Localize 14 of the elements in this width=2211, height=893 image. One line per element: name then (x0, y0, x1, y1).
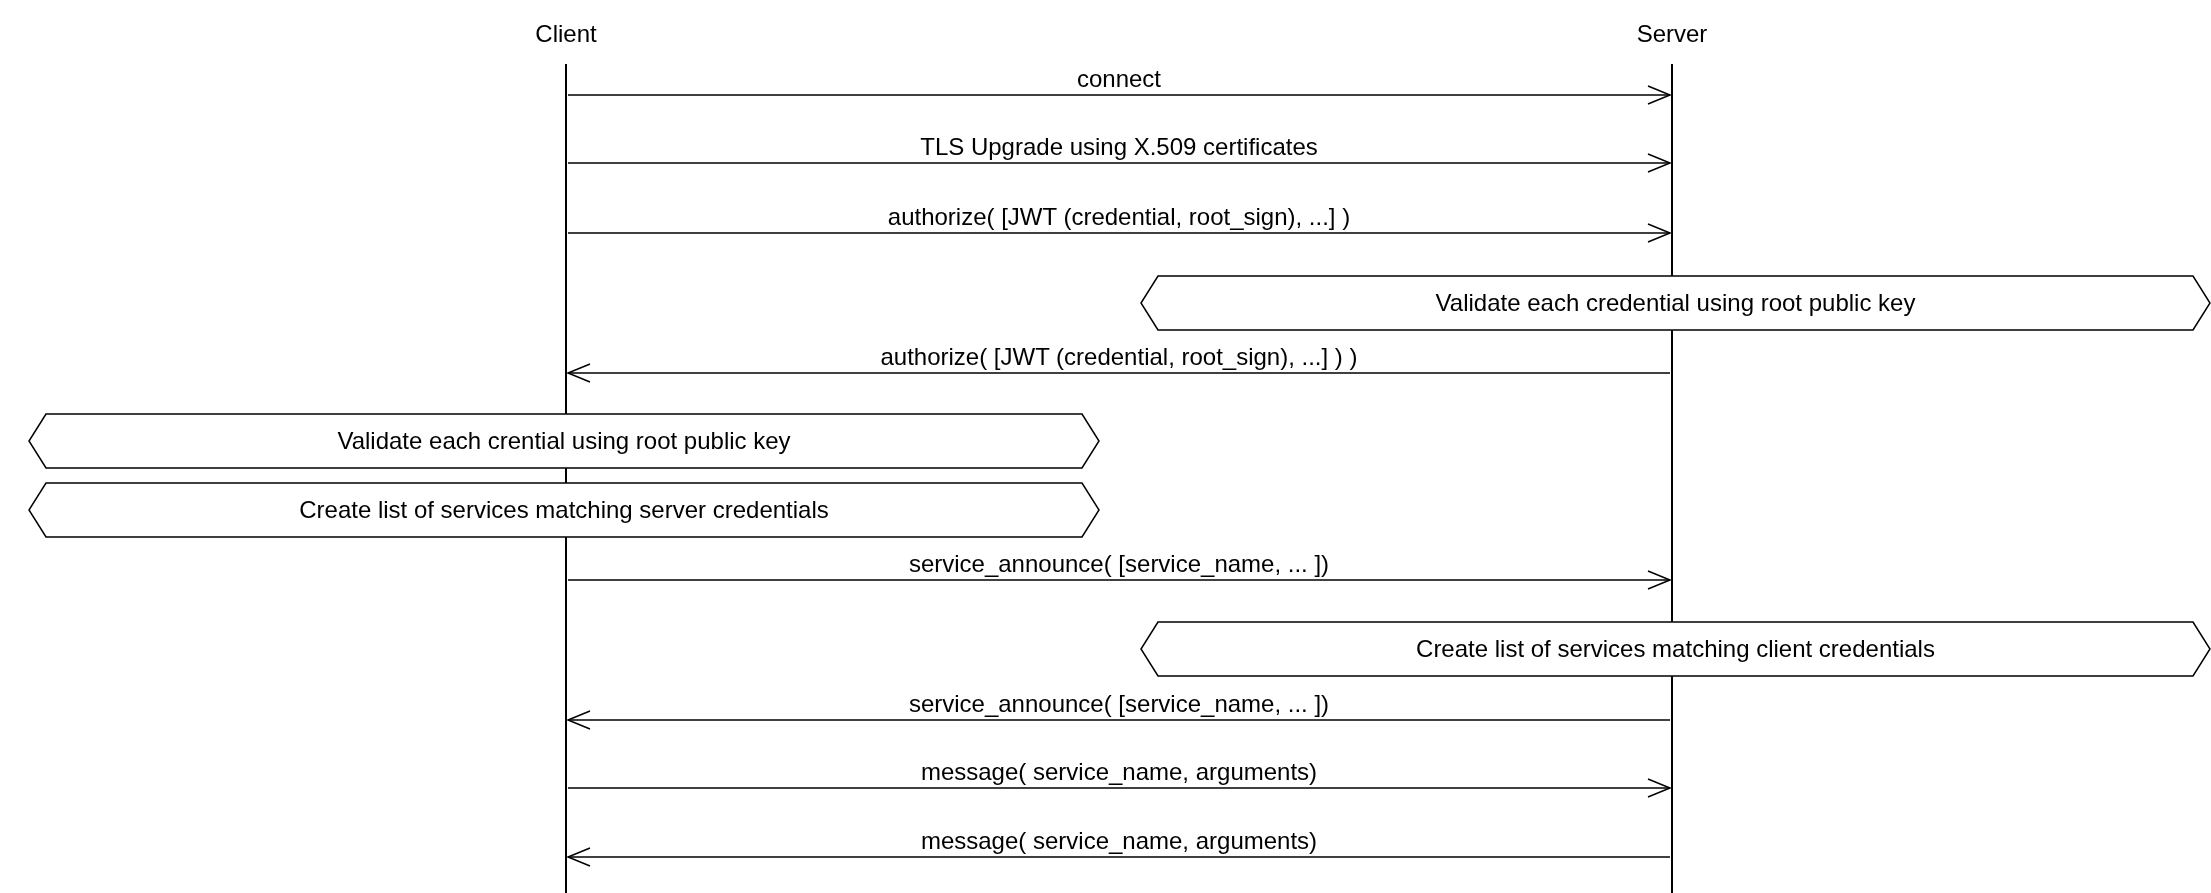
action-text: Validate each credential using root public key (1434, 289, 1917, 317)
message-arrow (567, 778, 1671, 798)
message-arrow (567, 363, 1671, 383)
message-arrow (567, 847, 1671, 867)
message-arrow (567, 153, 1671, 173)
message-arrow (567, 570, 1671, 590)
message-arrow (567, 85, 1671, 105)
message-arrow (567, 710, 1671, 730)
action-text: Create list of services matching client credentials (1415, 635, 1936, 663)
participant-label: Client (534, 20, 598, 48)
action-text: Create list of services matching server credentials (298, 496, 830, 524)
action-text: Validate each crential using root public key (336, 427, 792, 455)
message-arrow (567, 223, 1671, 243)
participant-label: Server (1635, 20, 1709, 48)
